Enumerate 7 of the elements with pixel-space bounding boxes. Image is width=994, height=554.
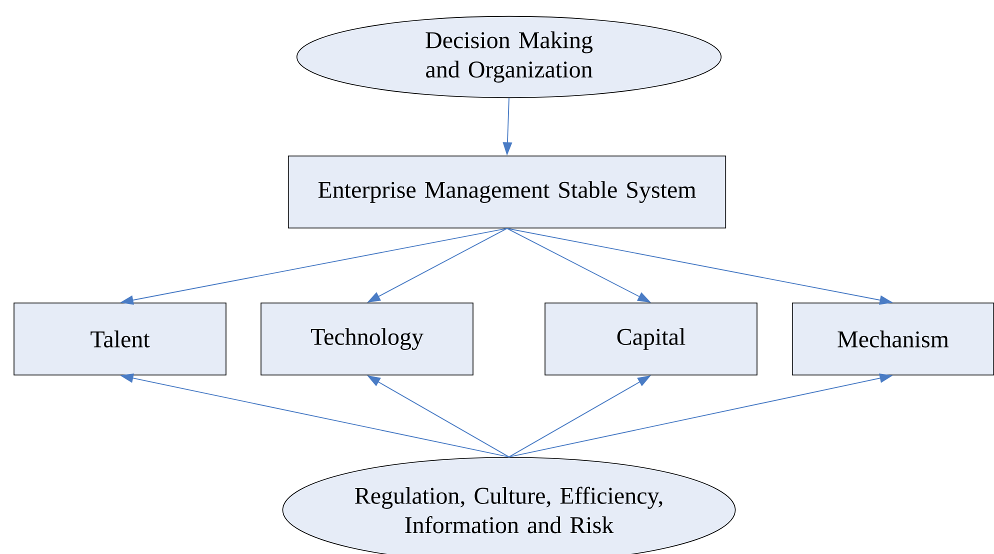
process-box: Enterprise Management Stable System (288, 156, 726, 228)
process-box: Capital (544, 302, 758, 376)
ellipse-node: Regulation, Culture, Efficiency, Information and Risk (282, 456, 736, 554)
process-box: Technology (260, 302, 474, 376)
ellipse-node: Decision Making and Organization (296, 16, 722, 98)
process-box: Mechanism (792, 302, 994, 376)
process-box: Talent (14, 302, 226, 376)
